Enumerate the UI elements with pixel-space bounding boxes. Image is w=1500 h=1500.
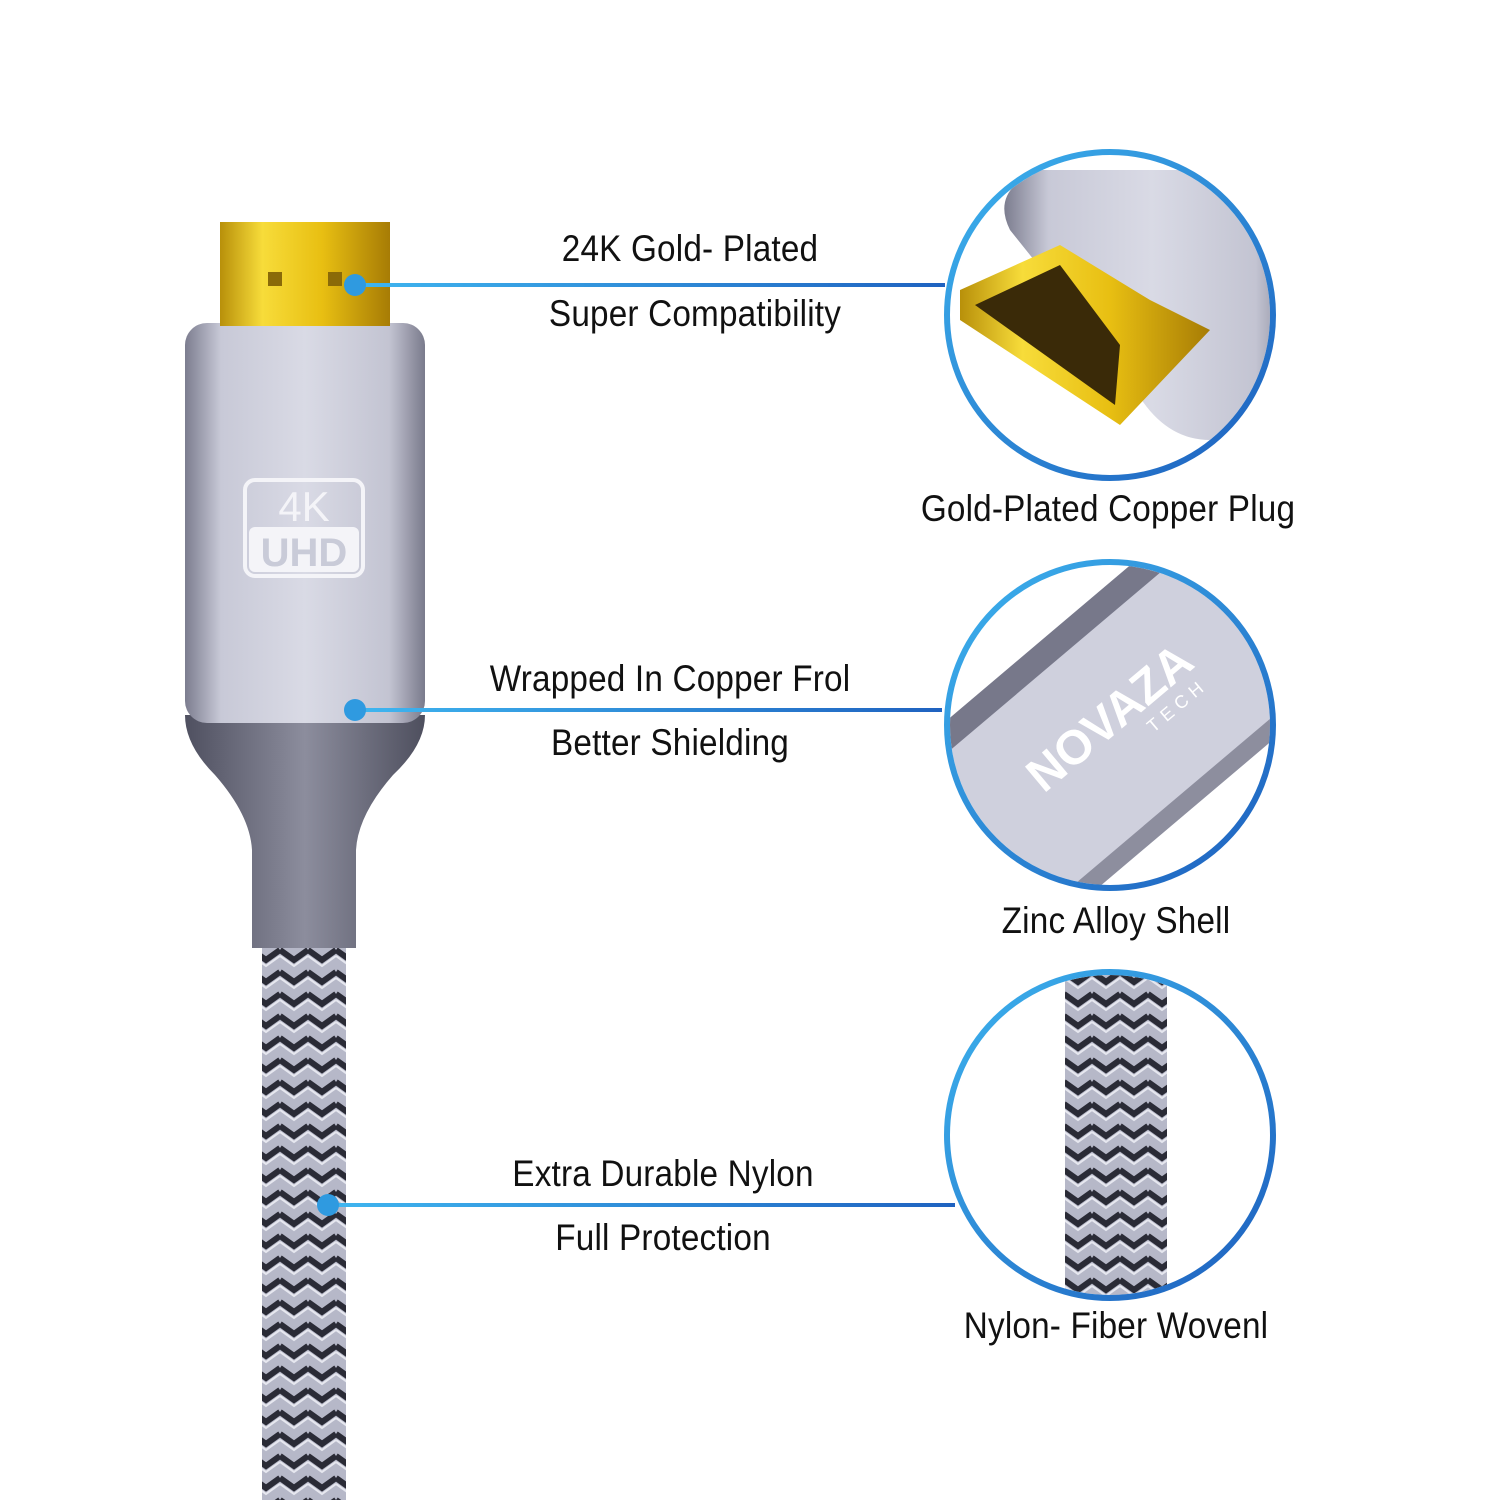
braided-cable	[262, 940, 346, 1500]
callout-3-title: Extra Durable Nylon	[512, 1153, 814, 1194]
callout-1-caption: Gold-Plated Copper Plug	[920, 488, 1296, 529]
callout-3-caption: Nylon- Fiber Wovenl	[963, 1305, 1269, 1346]
zinc-shell-closeup: NOVAZA TECH	[950, 565, 1270, 885]
callout-2-subtitle: Better Shielding	[551, 722, 789, 763]
callout-2-caption: Zinc Alloy Shell	[1001, 900, 1231, 941]
nylon-braid-closeup	[950, 975, 1270, 1295]
callout-3-subtitle: Full Protection	[555, 1217, 771, 1258]
svg-text:4K: 4K	[278, 483, 329, 530]
callout-2-title: Wrapped In Copper Frol	[489, 658, 851, 699]
gold-connector	[220, 222, 390, 326]
4k-uhd-badge: 4K UHD	[243, 478, 365, 578]
callout-1-title: 24K Gold- Plated	[561, 228, 819, 269]
svg-text:UHD: UHD	[261, 531, 348, 575]
gold-plug-closeup	[950, 155, 1270, 475]
callout-1-subtitle: Super Compatibility	[548, 293, 842, 334]
callout-lines	[317, 274, 955, 1216]
connector-shell	[185, 323, 425, 723]
strain-relief	[185, 715, 425, 948]
